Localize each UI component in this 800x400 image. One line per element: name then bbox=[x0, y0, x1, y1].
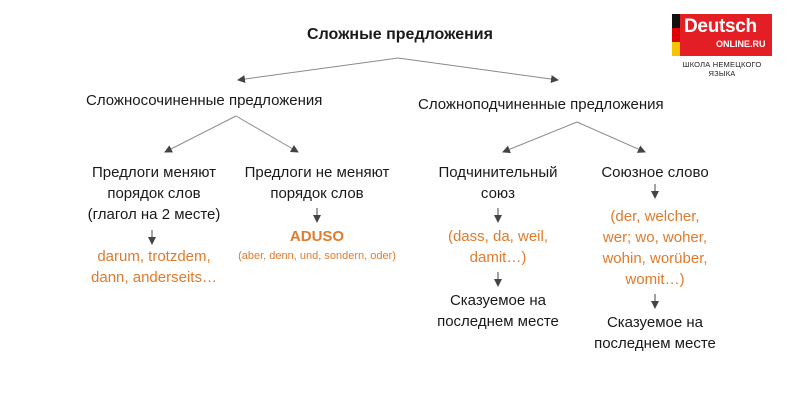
example-line: wohin, worüber, bbox=[602, 250, 708, 267]
arrow-left-node2 bbox=[235, 115, 299, 153]
left-node-1-line: Предлоги меняют bbox=[91, 164, 217, 181]
right-node-2-line: Союзное слово bbox=[601, 164, 709, 181]
acronym-aduso: ADUSO bbox=[289, 228, 345, 245]
left-node-1-examples: darum, trotzdem, dann, anderseits… bbox=[76, 246, 232, 288]
right-node-2: Союзное слово bbox=[585, 162, 725, 183]
arrow-right-node1 bbox=[502, 121, 578, 154]
right-node-2-result: Сказуемое на последнем месте bbox=[575, 312, 735, 354]
example-line: (dass, da, weil, bbox=[447, 228, 549, 245]
example-line: (der, welcher, bbox=[610, 208, 700, 225]
result-line: Сказуемое на bbox=[606, 314, 704, 331]
example-line: womit…) bbox=[625, 271, 685, 288]
diagram-title: Сложные предложения bbox=[307, 26, 493, 43]
arrow-right-node2 bbox=[576, 121, 646, 153]
right-branch-label: Сложноподчиненные предложения bbox=[418, 96, 664, 113]
logo-tagline: ШКОЛА НЕМЕЦКОГО ЯЗЫКА bbox=[682, 60, 762, 78]
logo-box bbox=[680, 14, 772, 56]
example-line: damit…) bbox=[469, 249, 527, 266]
left-node-1: Предлоги меняют порядок слов (глагол на … bbox=[76, 162, 232, 225]
arrow-title-right bbox=[397, 57, 559, 84]
right-node-1-examples: (dass, da, weil, damit…) bbox=[428, 226, 568, 268]
left-node-1-line: порядок слов bbox=[107, 185, 201, 202]
result-line: последнем месте bbox=[437, 313, 559, 330]
logo-main-text: Deutsch bbox=[684, 16, 757, 37]
left-node-2: Предлоги не меняют порядок слов bbox=[232, 162, 402, 204]
left-node-2-line: порядок слов bbox=[270, 185, 364, 202]
left-node-1-line: (глагол на 2 месте) bbox=[87, 206, 221, 223]
german-flag-icon bbox=[672, 14, 680, 56]
right-node-1-line: союз bbox=[480, 185, 516, 202]
example-line: wer; wo, woher, bbox=[602, 229, 708, 246]
left-node-2-line: Предлоги не меняют bbox=[244, 164, 390, 181]
right-node-2-examples: (der, welcher, wer; wo, woher, wohin, wo… bbox=[585, 206, 725, 290]
example-line: darum, trotzdem, bbox=[97, 248, 211, 265]
result-line: Сказуемое на bbox=[449, 292, 547, 309]
right-node-1: Подчинительный союз bbox=[428, 162, 568, 204]
logo-sub-text: ONLINE.RU bbox=[716, 39, 766, 49]
result-line: последнем месте bbox=[594, 335, 716, 352]
arrow-left-node1 bbox=[164, 115, 237, 153]
acronym-detail: (aber, denn, und, sondern, oder) bbox=[238, 250, 396, 262]
right-node-1-line: Подчинительный bbox=[438, 164, 558, 181]
example-line: dann, anderseits… bbox=[91, 269, 217, 286]
arrow-title-left bbox=[237, 57, 399, 84]
right-node-1-result: Сказуемое на последнем месте bbox=[418, 290, 578, 332]
left-branch-label: Сложносочиненные предложения bbox=[86, 92, 323, 109]
deutsch-online-logo: Deutsch ONLINE.RU ШКОЛА НЕМЕЦКОГО ЯЗЫКА bbox=[672, 14, 782, 78]
